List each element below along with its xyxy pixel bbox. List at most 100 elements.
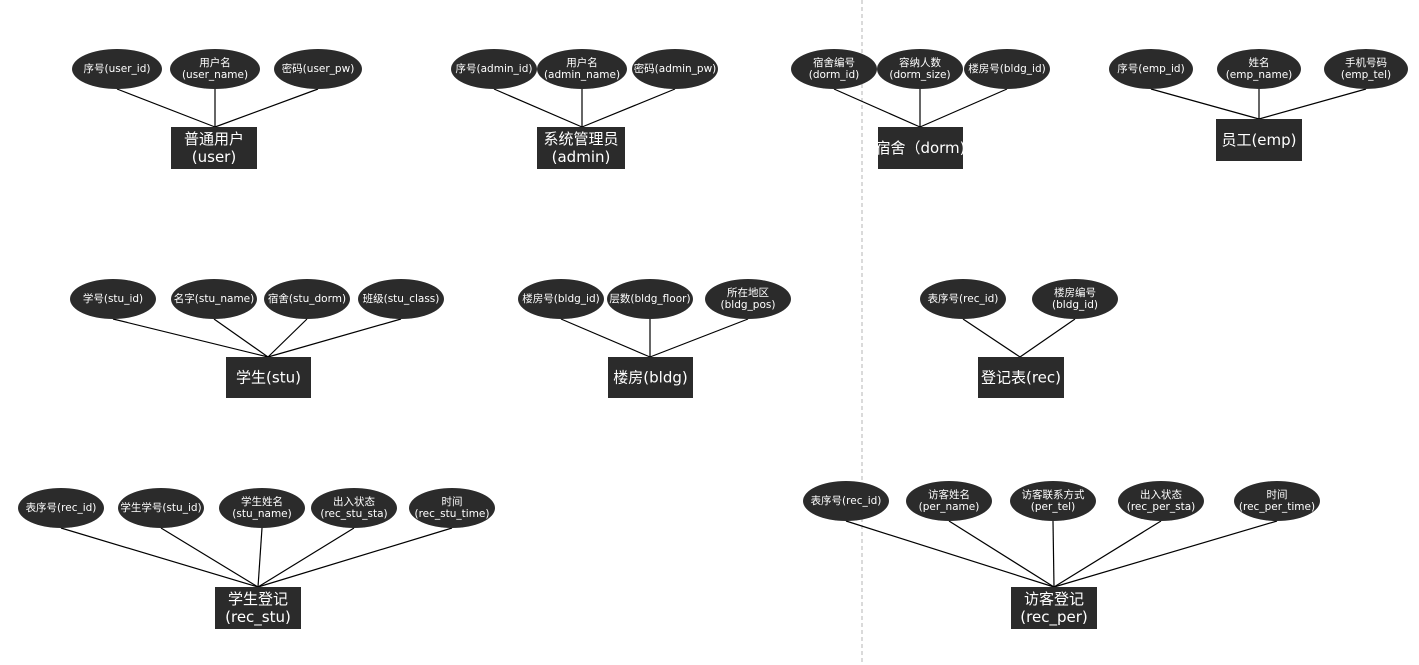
dorm-attribute-2[interactable]: 楼房号(bldg_id) bbox=[964, 49, 1050, 89]
rec-attr-1-connector bbox=[1019, 318, 1076, 358]
entity-rec_per-label-line-1: (rec_per) bbox=[1020, 608, 1087, 627]
admin-attribute-1-label-line-1: (admin_name) bbox=[544, 69, 620, 81]
bldg-attr-0-connector bbox=[560, 318, 651, 358]
dorm-attribute-1[interactable]: 容纳人数(dorm_size) bbox=[877, 49, 963, 89]
rec_per-attr-1-connector bbox=[948, 520, 1055, 588]
entity-emp[interactable]: 员工(emp) bbox=[1216, 119, 1302, 161]
entity-rec_stu-label-line-1: (rec_stu) bbox=[225, 608, 291, 627]
user-attribute-2-label-line-0: 密码(user_pw) bbox=[282, 62, 355, 75]
entity-emp-box bbox=[1216, 119, 1302, 161]
entity-admin-label-line-1: (admin) bbox=[552, 148, 611, 166]
bldg-attribute-2[interactable]: 所在地区(bldg_pos) bbox=[705, 279, 791, 319]
rec_stu-attribute-4[interactable]: 时间(rec_stu_time) bbox=[409, 488, 495, 528]
rec_stu-attribute-0-ellipse bbox=[18, 488, 104, 528]
rec-attribute-1-label-line-0: 楼房编号 bbox=[1054, 286, 1096, 299]
emp-attribute-0[interactable]: 序号(emp_id) bbox=[1109, 49, 1193, 89]
rec_per-attribute-2[interactable]: 访客联系方式(per_tel) bbox=[1010, 481, 1096, 521]
user-attribute-2[interactable]: 密码(user_pw) bbox=[274, 49, 362, 89]
emp-attribute-1[interactable]: 姓名(emp_name) bbox=[1217, 49, 1301, 89]
rec_stu-attr-1-connector bbox=[160, 527, 259, 588]
emp-attribute-2-ellipse bbox=[1324, 49, 1408, 89]
stu-attr-1-connector bbox=[213, 318, 269, 358]
rec_per-attribute-3[interactable]: 出入状态(rec_per_sta) bbox=[1118, 481, 1204, 521]
admin-attribute-1[interactable]: 用户名(admin_name) bbox=[537, 49, 627, 89]
entity-bldg[interactable]: 楼房(bldg) bbox=[608, 357, 693, 398]
stu-attribute-3[interactable]: 班级(stu_class) bbox=[358, 279, 444, 319]
user-attribute-0[interactable]: 序号(user_id) bbox=[72, 49, 162, 89]
rec_stu-attribute-2[interactable]: 学生姓名(stu_name) bbox=[219, 488, 305, 528]
emp-attribute-1-ellipse bbox=[1217, 49, 1301, 89]
user-attribute-2-ellipse bbox=[274, 49, 362, 89]
emp-attribute-2[interactable]: 手机号码(emp_tel) bbox=[1324, 49, 1408, 89]
entity-rec_per-label-line-0: 访客登记 bbox=[1024, 590, 1084, 608]
emp-attribute-1-label-line-1: (emp_name) bbox=[1226, 69, 1293, 81]
dorm-attribute-1-label-line-1: (dorm_size) bbox=[889, 69, 950, 81]
user-attribute-1-label-line-1: (user_name) bbox=[182, 69, 248, 81]
rec_per-attr-2-connector bbox=[1052, 520, 1055, 588]
rec_per-attr-4-connector bbox=[1053, 520, 1278, 588]
emp-attribute-0-label-line-0: 序号(emp_id) bbox=[1117, 62, 1184, 75]
stu-attribute-0[interactable]: 学号(stu_id) bbox=[70, 279, 156, 319]
rec_per-attribute-4-ellipse bbox=[1234, 481, 1320, 521]
rec_stu-attribute-1[interactable]: 学生学号(stu_id) bbox=[118, 488, 204, 528]
bldg-attribute-0[interactable]: 楼房号(bldg_id) bbox=[518, 279, 604, 319]
rec-attribute-0[interactable]: 表序号(rec_id) bbox=[920, 279, 1006, 319]
dorm-attr-0-connector bbox=[833, 88, 921, 128]
user-attribute-1-ellipse bbox=[170, 49, 260, 89]
rec_stu-attribute-3[interactable]: 出入状态(rec_stu_sta) bbox=[311, 488, 397, 528]
rec_per-attribute-0[interactable]: 表序号(rec_id) bbox=[803, 481, 889, 521]
entity-admin[interactable]: 系统管理员(admin) bbox=[537, 127, 625, 169]
bldg-attribute-0-ellipse bbox=[518, 279, 604, 319]
rec-attribute-0-label-line-0: 表序号(rec_id) bbox=[928, 292, 999, 305]
entity-admin-label-line-0: 系统管理员 bbox=[543, 130, 618, 148]
admin-attribute-0[interactable]: 序号(admin_id) bbox=[451, 49, 537, 89]
rec_stu-attribute-2-ellipse bbox=[219, 488, 305, 528]
rec_stu-attribute-3-label-line-0: 出入状态 bbox=[333, 495, 375, 508]
bldg-attribute-2-label-line-1: (bldg_pos) bbox=[721, 299, 776, 311]
rec_per-attr-3-connector bbox=[1053, 520, 1162, 588]
admin-attribute-1-ellipse bbox=[537, 49, 627, 89]
admin-attribute-0-ellipse bbox=[451, 49, 537, 89]
rec-attribute-1[interactable]: 楼房编号(bldg_id) bbox=[1032, 279, 1118, 319]
rec_stu-attribute-2-label-line-0: 学生姓名 bbox=[241, 495, 283, 508]
stu-attribute-3-ellipse bbox=[358, 279, 444, 319]
emp-attribute-0-ellipse bbox=[1109, 49, 1193, 89]
dorm-attribute-0-label-line-0: 宿舍编号 bbox=[813, 56, 855, 69]
admin-attribute-2[interactable]: 密码(admin_pw) bbox=[632, 49, 718, 89]
rec_per-attribute-0-ellipse bbox=[803, 481, 889, 521]
entity-stu[interactable]: 学生(stu) bbox=[226, 357, 311, 398]
entity-rec_per[interactable]: 访客登记(rec_per) bbox=[1011, 587, 1097, 629]
stu-attribute-0-label-line-0: 学号(stu_id) bbox=[83, 292, 143, 305]
stu-attribute-2[interactable]: 宿舍(stu_dorm) bbox=[264, 279, 350, 319]
entity-user-label-line-0: 普通用户 bbox=[184, 130, 244, 148]
stu-attribute-1[interactable]: 名字(stu_name) bbox=[171, 279, 257, 319]
user-attribute-0-label-line-0: 序号(user_id) bbox=[84, 62, 151, 75]
bldg-attribute-1-label-line-0: 层数(bldg_floor) bbox=[609, 292, 690, 305]
dorm-attribute-2-label-line-0: 楼房号(bldg_id) bbox=[968, 62, 1045, 75]
entity-user[interactable]: 普通用户(user) bbox=[171, 127, 257, 169]
rec-attribute-1-ellipse bbox=[1032, 279, 1118, 319]
entity-rec_stu[interactable]: 学生登记(rec_stu) bbox=[215, 587, 301, 629]
entity-user-label-line-1: (user) bbox=[192, 148, 236, 166]
emp-attribute-1-label-line-0: 姓名 bbox=[1249, 56, 1270, 69]
rec-attribute-0-ellipse bbox=[920, 279, 1006, 319]
rec_stu-attribute-4-ellipse bbox=[409, 488, 495, 528]
stu-attribute-2-label-line-0: 宿舍(stu_dorm) bbox=[268, 292, 346, 305]
rec_per-attribute-4-label-line-1: (rec_per_time) bbox=[1239, 501, 1315, 513]
bldg-attribute-1[interactable]: 层数(bldg_floor) bbox=[607, 279, 693, 319]
rec_per-attribute-4[interactable]: 时间(rec_per_time) bbox=[1234, 481, 1320, 521]
stu-attribute-3-label-line-0: 班级(stu_class) bbox=[363, 293, 440, 305]
rec_per-attribute-3-label-line-0: 出入状态 bbox=[1140, 488, 1182, 501]
rec_stu-attribute-0-label-line-0: 表序号(rec_id) bbox=[26, 501, 97, 514]
rec_stu-attribute-0[interactable]: 表序号(rec_id) bbox=[18, 488, 104, 528]
rec_per-attribute-1[interactable]: 访客姓名(per_name) bbox=[906, 481, 992, 521]
user-attribute-1[interactable]: 用户名(user_name) bbox=[170, 49, 260, 89]
entity-rec[interactable]: 登记表(rec) bbox=[978, 357, 1064, 398]
dorm-attribute-0[interactable]: 宿舍编号(dorm_id) bbox=[791, 49, 877, 89]
entity-rec_stu-box bbox=[215, 587, 301, 629]
emp-attr-2-connector bbox=[1258, 88, 1367, 120]
admin-attribute-0-label-line-0: 序号(admin_id) bbox=[456, 62, 533, 75]
entity-dorm[interactable]: 宿舍（dorm) bbox=[875, 127, 966, 169]
stu-attribute-0-ellipse bbox=[70, 279, 156, 319]
